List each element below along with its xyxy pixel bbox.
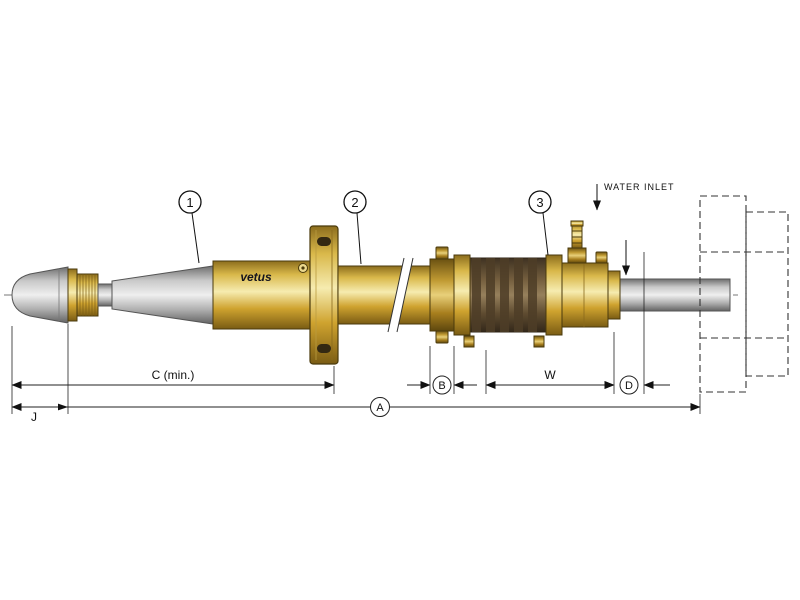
tapered-shaft-section <box>111 265 214 325</box>
break-mark <box>387 257 414 333</box>
shaft-nut <box>67 268 113 322</box>
stern-tube-rear <box>337 265 431 325</box>
coupling-outline <box>699 195 789 393</box>
clamp-nut-right <box>533 335 545 348</box>
dimension-w: W <box>485 368 615 389</box>
gland-end-housing <box>561 220 621 328</box>
callout-1: 1 <box>178 190 202 264</box>
flange-slot-bottom <box>317 344 331 353</box>
hose-clamp-right <box>545 254 563 336</box>
flange-slot-top <box>317 237 331 246</box>
dimension-b-label: B <box>438 380 445 392</box>
housing-bolt <box>595 251 608 264</box>
dimension-j-arrow-icon <box>58 403 68 411</box>
dimension-c-label: C (min.) <box>152 368 195 382</box>
water-inlet-callout: WATER INLET <box>593 182 675 211</box>
vetus-logo: vetus <box>240 270 272 284</box>
grease-nipple-center <box>301 266 305 270</box>
hose-clamp-left <box>453 254 471 336</box>
callout-2: 2 <box>343 190 367 265</box>
dimension-a: A J <box>11 397 701 424</box>
propeller-shaft <box>615 278 731 312</box>
dimension-a-label: A <box>376 402 384 414</box>
callout-3: 3 <box>528 190 552 256</box>
dimension-w-label: W <box>544 368 556 382</box>
collar-bolt-top <box>435 246 449 260</box>
stern-tube-front: vetus <box>212 260 314 330</box>
callout-1-number: 1 <box>186 195 193 210</box>
clamp-nut-left <box>463 335 475 348</box>
water-inlet-label: WATER INLET <box>604 182 675 192</box>
shaft-end-cone <box>11 266 69 324</box>
dimension-d-label: D <box>625 380 633 392</box>
dimension-b: B <box>407 375 477 395</box>
callout-3-number: 3 <box>536 195 543 210</box>
clamp-collar <box>429 246 455 344</box>
dimension-d: D <box>588 375 670 395</box>
rubber-gland-hose <box>453 254 563 348</box>
collar-bolt-bottom <box>435 330 449 344</box>
dimension-c: C (min.) <box>11 368 335 389</box>
callout-2-number: 2 <box>351 195 358 210</box>
mounting-flange <box>309 225 339 365</box>
dimension-j-label: J <box>31 410 37 424</box>
water-inlet-barb-fitting <box>567 220 587 264</box>
